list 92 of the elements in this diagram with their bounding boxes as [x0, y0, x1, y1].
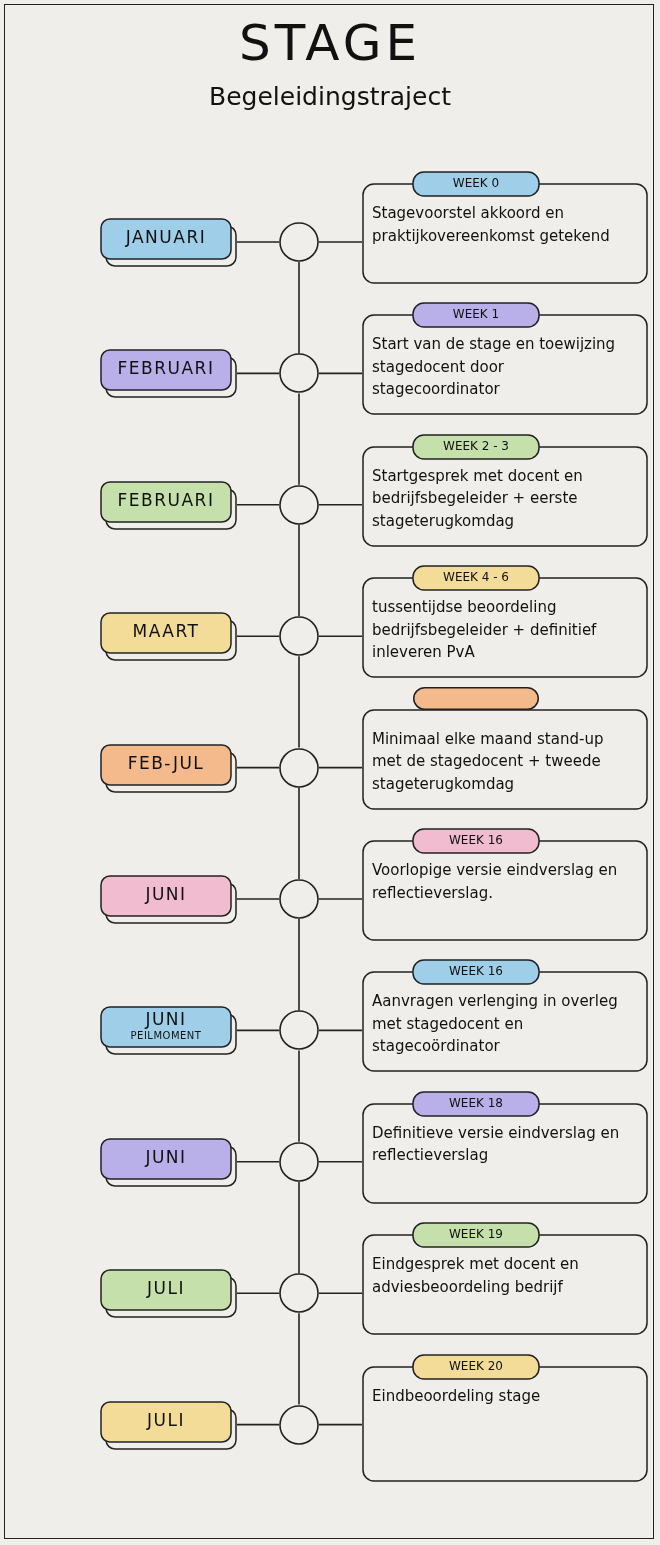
- month-label-box: [100, 612, 237, 662]
- event-card: [362, 302, 648, 416]
- connector-line: [236, 372, 280, 375]
- week-label: WEEK 19: [448, 1227, 504, 1242]
- event-card: [362, 1353, 648, 1482]
- timeline-circle: [279, 616, 319, 657]
- title: STAGE: [237, 14, 423, 72]
- month-label-box: [100, 1269, 237, 1319]
- month-label: FEBRUARI: [116, 489, 216, 510]
- month-label-box: [100, 349, 237, 399]
- connector-line: [236, 1292, 280, 1294]
- connector-line: [236, 766, 280, 769]
- month-label: FEB-JUL: [126, 752, 206, 773]
- timeline-circle: [279, 353, 319, 394]
- subtitle: Begeleidingstraject: [208, 82, 452, 111]
- connector-line: [298, 261, 300, 355]
- connector-line: [236, 241, 280, 243]
- connector-line: [298, 786, 300, 880]
- month-label-box: [100, 218, 237, 267]
- timeline-circle: [279, 747, 319, 788]
- week-label: WEEK 2 - 3: [442, 438, 510, 453]
- event-card: [362, 433, 648, 547]
- connector-line: [298, 1312, 300, 1406]
- timeline-circle: [279, 1273, 319, 1314]
- event-description: Minimaal elke maand stand-up met de stagedocent + tweede stageterugkomdag: [372, 728, 605, 795]
- event-card: [362, 959, 648, 1073]
- event-description: tussentijdse beoordeling bedrijfsbegeleider + definitief inleveren PvA: [372, 597, 598, 664]
- connector-line: [298, 1049, 300, 1143]
- timeline-circle: [279, 484, 319, 525]
- event-description: Eindgesprek met docent en adviesbeoordeling bedrijf: [372, 1254, 580, 1298]
- week-label: WEEK 4 - 6: [442, 570, 510, 585]
- week-label: WEEK 18: [448, 1095, 504, 1110]
- week-label: WEEK 16: [448, 964, 504, 979]
- connector-line: [318, 1029, 363, 1032]
- connector-line: [318, 241, 363, 243]
- connector-line: [298, 1181, 300, 1274]
- connector-line: [318, 1292, 363, 1294]
- week-label: WEEK 0: [451, 176, 501, 190]
- timeline-circle: [279, 222, 319, 262]
- event-description: Aanvragen verlenging in overleg met stagedocent en stagecoördinator: [372, 991, 619, 1058]
- month-label-box: [100, 1006, 237, 1056]
- connector-line: [298, 524, 300, 617]
- month-label-box: [100, 1400, 237, 1450]
- event-card: [362, 709, 648, 810]
- month-label-box: [100, 1137, 237, 1187]
- month-label-box: [100, 480, 237, 530]
- event-card: [362, 1222, 648, 1336]
- event-description: Definitieve versie eindverslag en reflectieverslag: [372, 1122, 621, 1167]
- month-label: JUNI: [143, 1009, 188, 1030]
- month-sublabel: PEILMOMENT: [129, 1030, 203, 1042]
- connector-line: [318, 635, 363, 637]
- event-card: [362, 1090, 648, 1204]
- month-label-box: [100, 743, 237, 793]
- event-description: Voorlopige versie eindverslag en reflectieverslag.: [372, 860, 619, 904]
- event-description: Start van de stage en toewijzing stagedocent door stagecoordinator: [372, 334, 617, 401]
- event-description: Startgesprek met docent en bedrijfsbegeleider + eerste stageterugkomdag: [372, 465, 584, 532]
- connector-line: [298, 918, 300, 1012]
- month-label: JANUARI: [124, 227, 208, 247]
- connector-line: [298, 655, 300, 749]
- connector-line: [318, 504, 363, 506]
- connector-line: [318, 766, 363, 769]
- connector-line: [236, 504, 280, 506]
- event-card: [362, 828, 648, 941]
- event-card: [362, 171, 648, 284]
- week-label: WEEK 1: [451, 307, 501, 322]
- connector-line: [318, 1423, 363, 1426]
- connector-line: [236, 898, 280, 900]
- connector-line: [318, 898, 363, 900]
- month-label: JULI: [145, 1278, 186, 1299]
- connector-line: [318, 1161, 363, 1163]
- timeline-circle: [279, 1141, 319, 1182]
- month-label: FEBRUARI: [116, 358, 216, 379]
- month-label: JUNI: [143, 884, 188, 904]
- month-label-box: [100, 875, 237, 924]
- connector-line: [236, 1423, 280, 1426]
- connector-line: [236, 1161, 280, 1163]
- timeline-circle: [279, 1010, 319, 1051]
- connector-line: [298, 392, 300, 486]
- month-label: JUNI: [143, 1146, 188, 1167]
- empty-tab: [413, 686, 539, 710]
- event-card: [362, 565, 648, 679]
- connector-line: [236, 635, 280, 637]
- week-label: WEEK 20: [448, 1358, 504, 1373]
- week-label: WEEK 16: [448, 833, 504, 847]
- event-description: Stagevoorstel akkoord en praktijkovereenkomst getekend: [372, 203, 611, 247]
- event-description: Eindbeoordeling stage: [372, 1385, 542, 1407]
- month-label: JULI: [145, 1409, 186, 1430]
- timeline-circle: [279, 1404, 319, 1445]
- month-label: MAART: [131, 621, 201, 642]
- timeline-circle: [279, 879, 319, 919]
- connector-line: [236, 1029, 280, 1032]
- connector-line: [318, 372, 363, 375]
